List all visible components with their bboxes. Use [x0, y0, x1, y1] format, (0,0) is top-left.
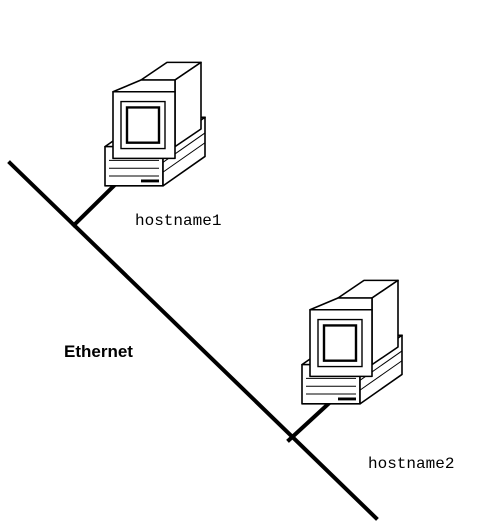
ethernet-cable — [7, 160, 379, 521]
host1-label: hostname1 — [135, 212, 222, 230]
workstation-icon — [300, 278, 404, 406]
workstation-icon — [103, 60, 207, 188]
ethernet-label: Ethernet — [64, 342, 133, 361]
host2-label: hostname2 — [368, 455, 455, 473]
